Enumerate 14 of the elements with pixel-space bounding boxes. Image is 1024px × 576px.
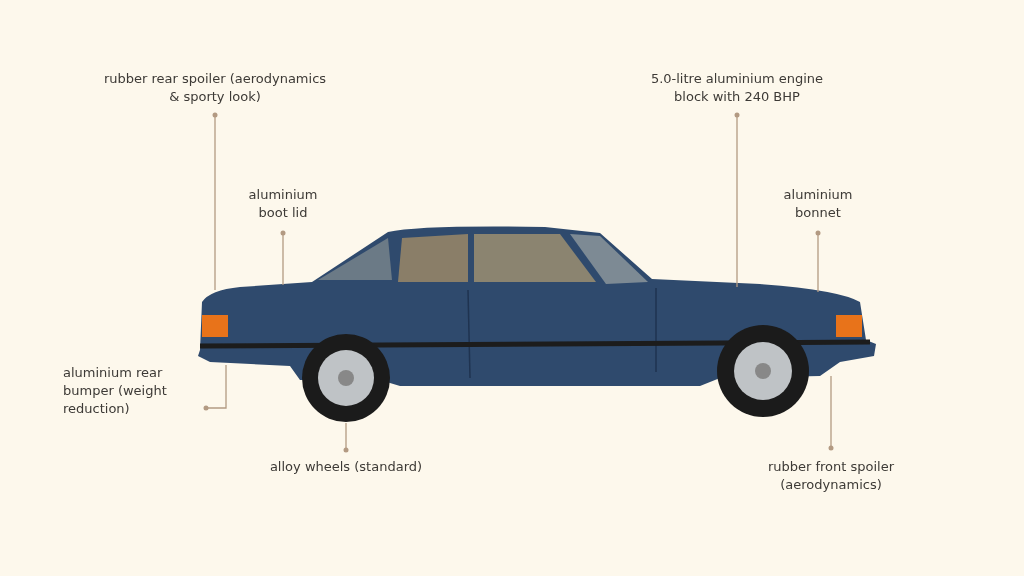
leader-line (815, 230, 821, 293)
leader-line (203, 364, 227, 411)
leader-line (343, 422, 349, 453)
callout-label: rubber rear spoiler (aerodynamics & sporty look) (100, 70, 330, 106)
leader-line (212, 112, 218, 291)
callout-label: rubber front spoiler (aerodynamics) (751, 458, 911, 494)
leader-line (280, 230, 286, 286)
callout-label: alloy wheels (standard) (251, 458, 441, 476)
leader-line (734, 112, 740, 288)
callout-label: 5.0-litre aluminium engine block with 240 BHP (647, 70, 827, 106)
leader-line (828, 375, 834, 451)
callout-label: aluminium boot lid (233, 186, 333, 222)
callout-label: aluminium bonnet (768, 186, 868, 222)
callout-label: aluminium rear bumper (weight reduction) (63, 364, 203, 418)
